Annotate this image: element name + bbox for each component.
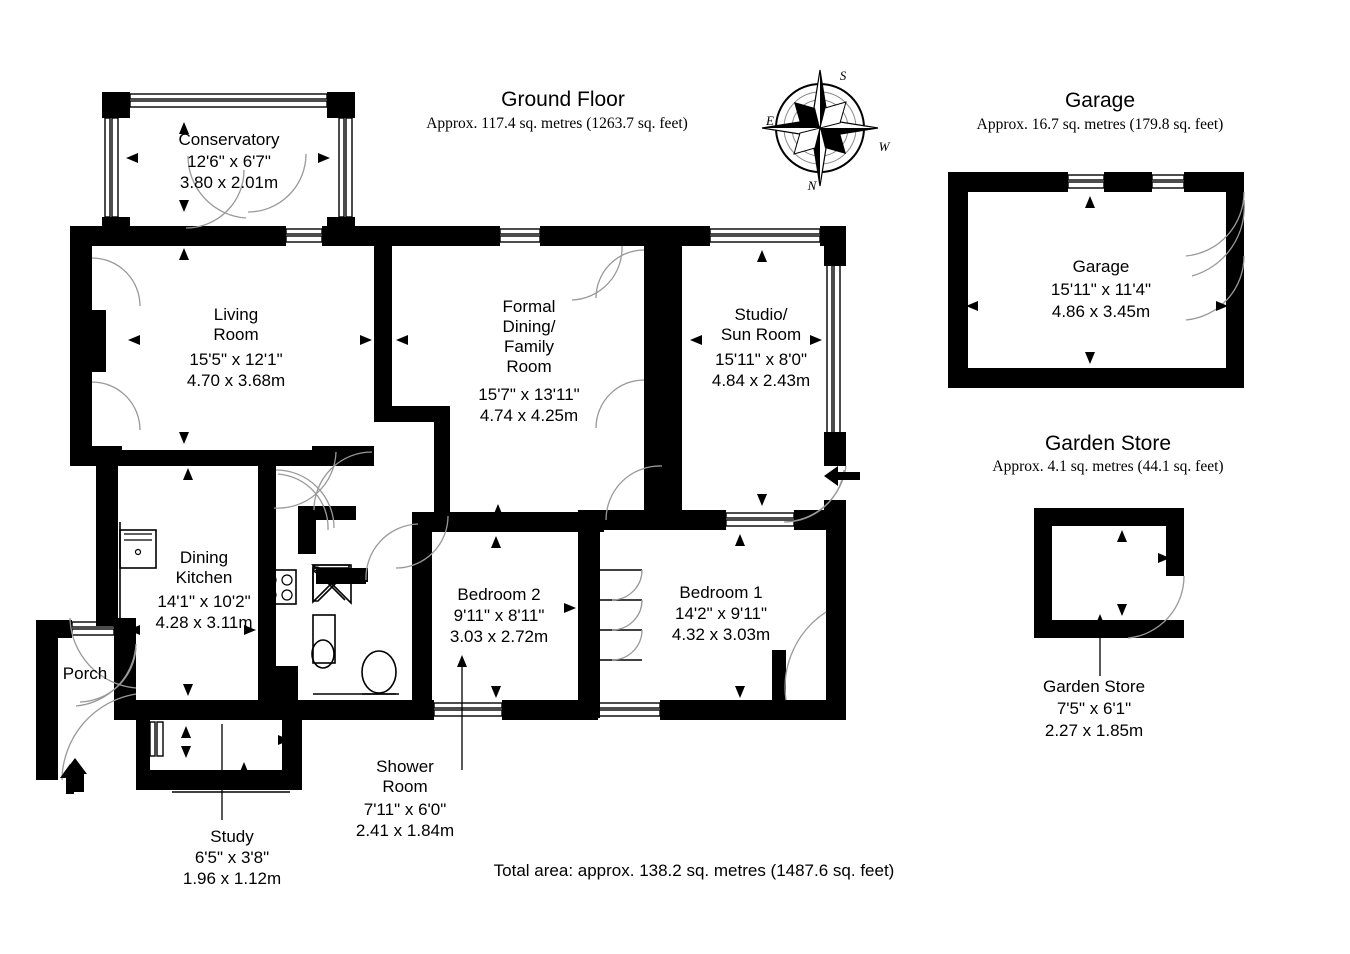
room-label-dining-kitchen: Dining Kitchen [175,548,233,588]
room-dim-metric-garden-store: 2.27 x 1.85m [1044,721,1144,740]
room-dim-imperial-studio-sun: 15'11" x 8'0" [715,350,807,369]
room-label-garden-store: Garden Store [1042,677,1146,696]
hob-unit [261,569,297,605]
garden-store-area: Approx. 4.1 sq. metres (44.1 sq. feet) [992,458,1224,475]
ground-floor-title: Ground Floor [501,88,625,111]
door-swings [91,153,847,581]
sink-unit [119,529,157,569]
room-dim-metric-bedroom-1: 4.32 x 3.03m [671,625,771,644]
garden-store-title: Garden Store [1044,432,1172,455]
room-dim-metric-shower-room: 2.41 x 1.84m [355,821,455,840]
basin [311,639,335,669]
conservatory-corner-nw [102,92,130,118]
compass-label-west: W [878,139,890,154]
room-label-formal-dining: Formal Dining/ Family Room [502,297,556,377]
room-dim-metric-study: 1.96 x 1.12m [182,869,282,888]
room-dim-imperial-study: 6'5" x 3'8" [194,848,270,867]
total-area-text: Total area: approx. 138.2 sq. metres (14… [493,861,895,880]
room-label-bedroom-1: Bedroom 1 [679,583,763,602]
garage-title: Garage [1064,89,1136,112]
room-dim-imperial-living-room: 15'5" x 12'1" [189,350,283,369]
room-label-porch: Porch [62,664,108,683]
room-dim-metric-living-room: 4.70 x 3.68m [186,371,286,390]
room-dim-metric-bedroom-2: 3.03 x 2.72m [449,627,549,646]
garage-area: Approx. 16.7 sq. metres (179.8 sq. feet) [976,116,1224,133]
room-label-conservatory: Conservatory [178,130,280,149]
compass-label-north: N [807,178,817,193]
room-label-bedroom-2: Bedroom 2 [457,585,541,604]
room-dim-metric-studio-sun: 4.84 x 2.43m [711,371,811,390]
room-dim-imperial-garden-store: 7'5" x 6'1" [1056,699,1132,718]
conservatory-corner-ne [327,92,355,118]
room-dim-imperial-garage: 15'11" x 11'4" [1050,280,1152,299]
chimney-breast-living [70,310,106,372]
room-dim-imperial-dining-kitchen: 14'1" x 10'2" [157,592,251,611]
dimension-arrows [60,122,860,820]
room-dim-metric-conservatory: 3.80 x 2.01m [179,173,279,192]
room-dim-imperial-bedroom-1: 14'2" x 9'11" [675,604,767,623]
room-label-shower-room: Shower Room [376,757,434,797]
room-dim-imperial-conservatory: 12'6" x 6'7" [187,152,271,171]
compass-rose [761,69,879,187]
compass-label-south: S [839,68,847,83]
garden-store-walls [1034,508,1185,676]
ground-floor-walls [36,92,846,793]
room-label-study: Study [210,827,254,846]
room-dim-imperial-bedroom-2: 9'11" x 8'11" [453,606,545,625]
room-dim-imperial-formal-dining: 15'7" x 13'11" [478,385,580,404]
room-dim-metric-garage: 4.86 x 3.45m [1051,302,1151,321]
basin-counter [312,614,336,664]
room-dim-metric-dining-kitchen: 4.28 x 3.11m [155,613,253,632]
room-label-studio-sun: Studio/ Sun Room [720,305,802,345]
room-dim-metric-formal-dining: 4.74 x 4.25m [479,406,579,425]
room-label-garage: Garage [1072,257,1130,276]
ground-floor-area: Approx. 117.4 sq. metres (1263.7 sq. fee… [426,115,688,132]
compass-label-east: E [766,113,774,128]
room-label-living-room: Living Room [213,305,259,345]
garage-walls [948,172,1245,388]
room-dim-imperial-shower-room: 7'11" x 6'0" [363,800,447,819]
wc [361,650,397,694]
